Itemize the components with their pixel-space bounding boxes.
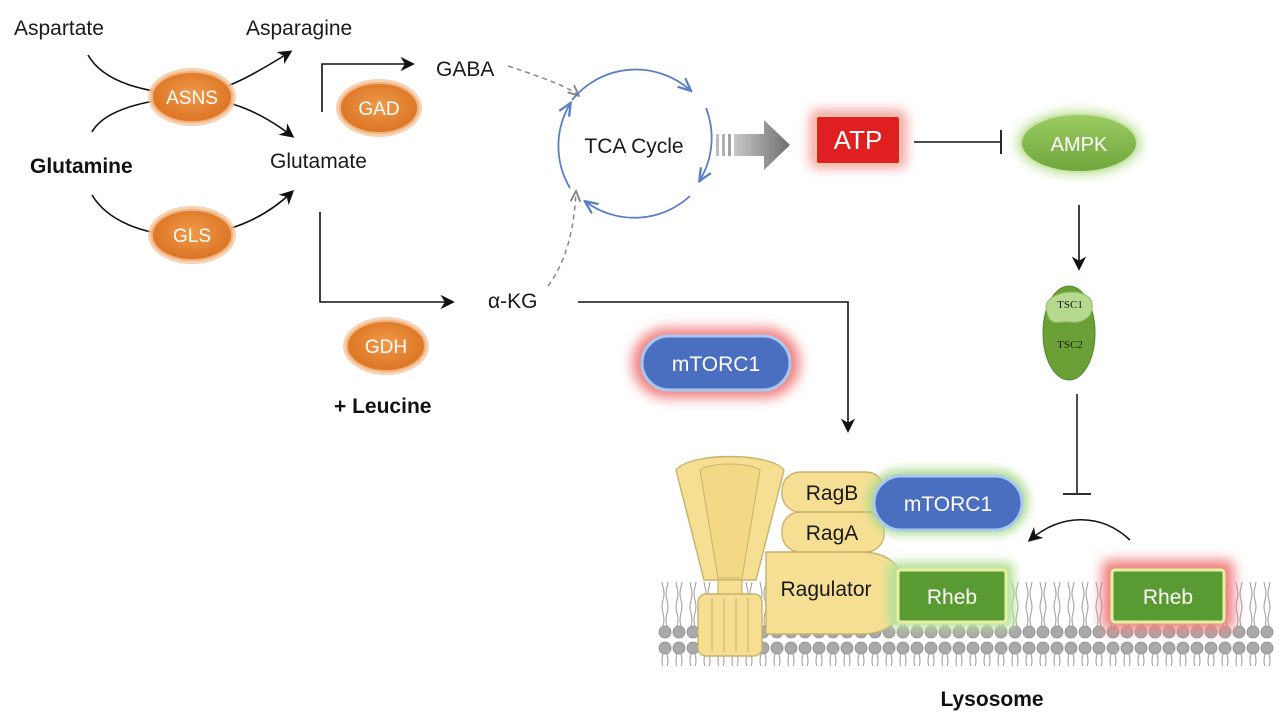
ragb-label: RagB xyxy=(806,482,859,505)
akg-label: α-KG xyxy=(488,290,537,313)
atp-label: ATP xyxy=(834,125,883,155)
tca-cycle-label: TCA Cycle xyxy=(584,135,683,158)
arrow-rheb-activation xyxy=(1027,519,1131,542)
tca-cycle: TCA Cycle xyxy=(557,68,713,219)
arrow-akg-to-tca xyxy=(547,192,576,287)
gls-enzyme: GLS xyxy=(148,206,236,264)
ragulator: Ragulator xyxy=(765,551,905,635)
asparagine-label: Asparagine xyxy=(246,17,352,40)
raga: RagA xyxy=(781,511,885,553)
rheb-active: Rheb xyxy=(888,562,1014,628)
rheb-active-label: Rheb xyxy=(927,586,977,609)
tsc2-label: TSC2 xyxy=(1057,339,1083,351)
mtorc1-free-label: mTORC1 xyxy=(672,353,760,376)
raga-label: RagA xyxy=(806,522,859,545)
aspartate-label: Aspartate xyxy=(14,17,104,40)
rheb-inactive-label: Rheb xyxy=(1143,586,1193,609)
lysosome-label: Lysosome xyxy=(940,688,1043,711)
gdh-enzyme: GDH xyxy=(343,317,429,375)
rheb-inactive: Rheb xyxy=(1102,560,1234,630)
gdh-label: GDH xyxy=(365,337,407,358)
tsc-complex: TSC1 TSC2 xyxy=(1042,285,1096,381)
gls-label: GLS xyxy=(173,226,211,247)
arrow-akg-to-rag xyxy=(578,301,856,433)
tca-to-atp-arrow xyxy=(716,120,790,170)
arrow-glutamate-to-gaba xyxy=(321,56,415,112)
mtorc1-free: mTORC1 xyxy=(632,328,800,398)
atp-node: ATP xyxy=(810,110,906,168)
gaba-label: GABA xyxy=(436,58,494,81)
ampk-label: AMPK xyxy=(1051,134,1108,156)
tsc1-label: TSC1 xyxy=(1057,299,1083,311)
gad-label: GAD xyxy=(358,99,399,120)
gad-enzyme: GAD xyxy=(336,79,422,137)
asns-enzyme: ASNS xyxy=(148,68,236,126)
ampk-node: AMPK xyxy=(1016,110,1142,176)
glutamate-label: Glutamate xyxy=(270,150,367,173)
ragulator-label: Ragulator xyxy=(780,578,871,601)
mtorc1-bound-label: mTORC1 xyxy=(904,493,992,516)
v-atpase-pump xyxy=(675,455,785,657)
arrow-gaba-to-tca xyxy=(507,65,578,95)
leucine-label: + Leucine xyxy=(334,395,431,418)
asns-label: ASNS xyxy=(166,88,218,109)
mtorc1-bound: mTORC1 xyxy=(868,470,1028,534)
arrow-glutamate-to-akg xyxy=(319,212,455,310)
glutamine-label: Glutamine xyxy=(30,155,133,178)
